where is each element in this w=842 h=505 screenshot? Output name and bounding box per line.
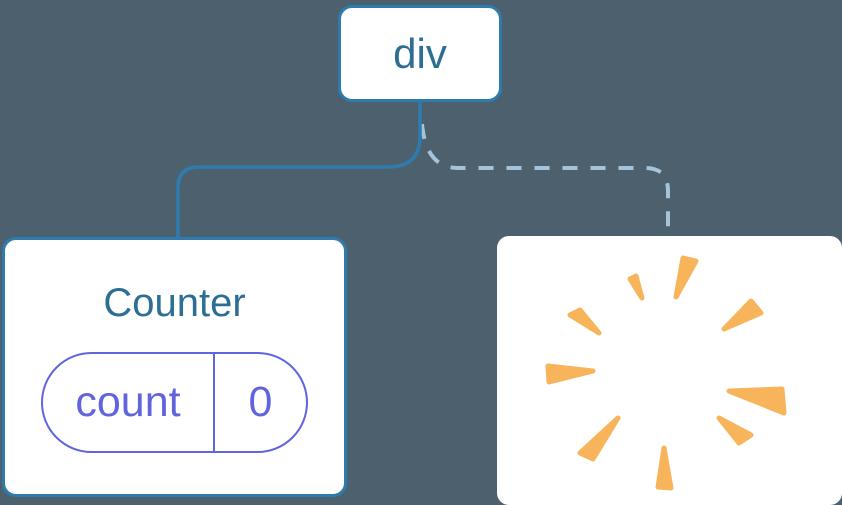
- node-div-label: div: [393, 29, 447, 77]
- node-counter: Counter count 0: [2, 237, 347, 497]
- node-div: div: [338, 5, 502, 102]
- poof-burst-icon: [545, 255, 787, 491]
- counter-title: Counter: [103, 281, 246, 325]
- state-value-label: 0: [248, 378, 273, 426]
- state-key-label: count: [43, 354, 215, 451]
- poof-burst-ray: [716, 415, 754, 446]
- poof-burst-ray: [673, 255, 699, 300]
- poof-burst-ray: [721, 298, 764, 332]
- poof-burst-ray: [627, 273, 645, 301]
- connector-solid-kept-child: [176, 101, 422, 238]
- poof-burst-ray: [655, 445, 674, 491]
- poof-burst-ray: [567, 307, 602, 336]
- poof-burst-ray: [726, 386, 787, 416]
- connector-dashed-removed-child: [420, 123, 670, 237]
- poof-burst-ray: [577, 415, 621, 462]
- state-pill: count 0: [41, 352, 308, 453]
- poof-burst-ray: [545, 363, 596, 385]
- node-destroyed: [497, 236, 842, 505]
